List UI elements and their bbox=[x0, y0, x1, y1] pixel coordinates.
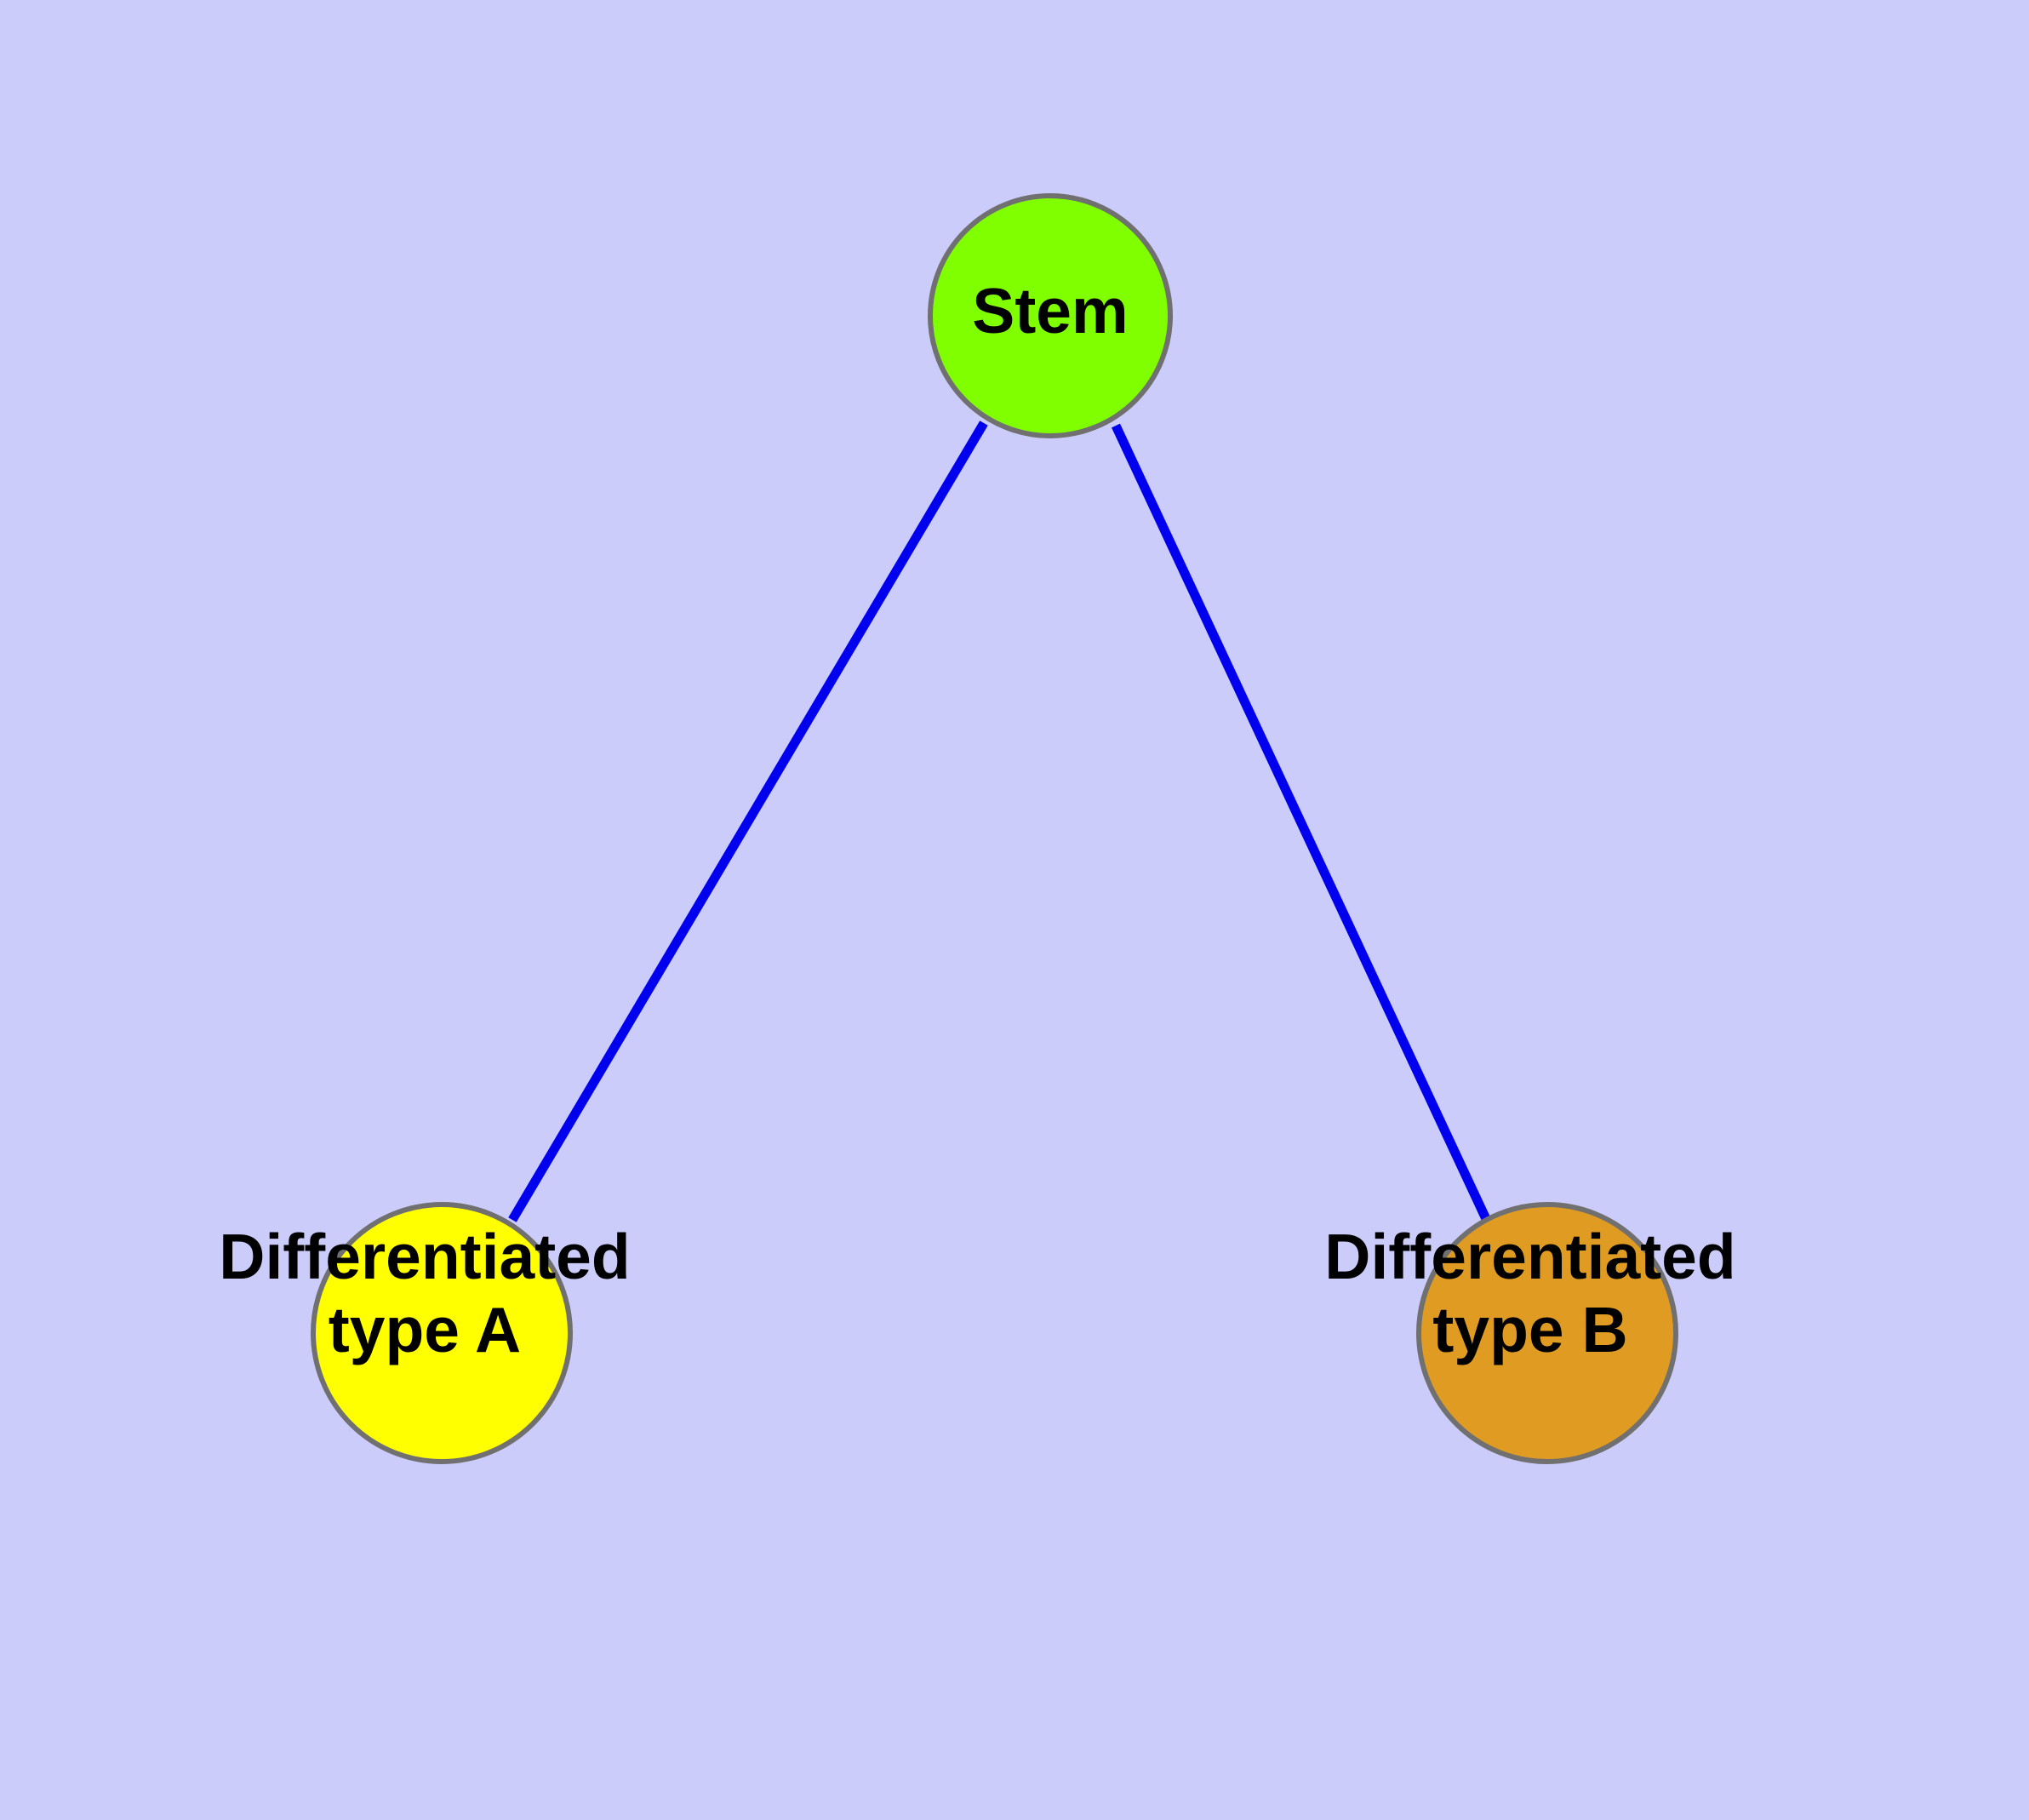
graph-node-diff_b[interactable] bbox=[1416, 1202, 1678, 1464]
graph-node-label-line: type B bbox=[1432, 1294, 1627, 1365]
graph-node-label-line: Differentiated bbox=[1324, 1221, 1735, 1292]
graph-node-label-line: Stem bbox=[972, 275, 1128, 346]
edges-layer bbox=[508, 421, 1491, 1223]
nodes-layer bbox=[311, 193, 1678, 1464]
graph-node-label-stem: Stem bbox=[972, 275, 1128, 346]
graph-node-label-line: type A bbox=[329, 1294, 521, 1365]
graph-node-stem[interactable] bbox=[928, 193, 1173, 438]
graph-node-diff_a[interactable] bbox=[311, 1202, 573, 1464]
graph-node-label-line: Differentiated bbox=[219, 1221, 630, 1292]
graph-edge-stem-to-diff-b[interactable] bbox=[1112, 423, 1491, 1223]
graph-edge-stem-to-diff-a[interactable] bbox=[508, 421, 988, 1222]
